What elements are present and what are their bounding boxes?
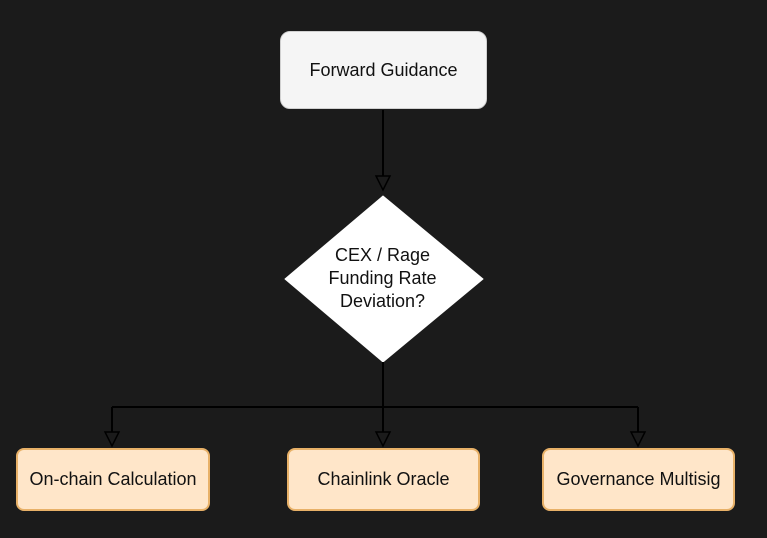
arrowhead-outcome-1 (374, 431, 392, 448)
arrowhead-outcome-2 (629, 431, 647, 448)
outcome-node-governance-multisig: Governance Multisig (542, 448, 735, 511)
arrowhead-decision (374, 175, 392, 192)
arrowhead-outcome-0 (103, 431, 121, 448)
start-node: Forward Guidance (280, 31, 487, 109)
outcome-node-chainlink-oracle: Chainlink Oracle (287, 448, 480, 511)
outcome-node-onchain-calculation: On-chain Calculation (16, 448, 210, 511)
decision-node-label: CEX / Rage Funding Rate Deviation? (328, 244, 437, 311)
